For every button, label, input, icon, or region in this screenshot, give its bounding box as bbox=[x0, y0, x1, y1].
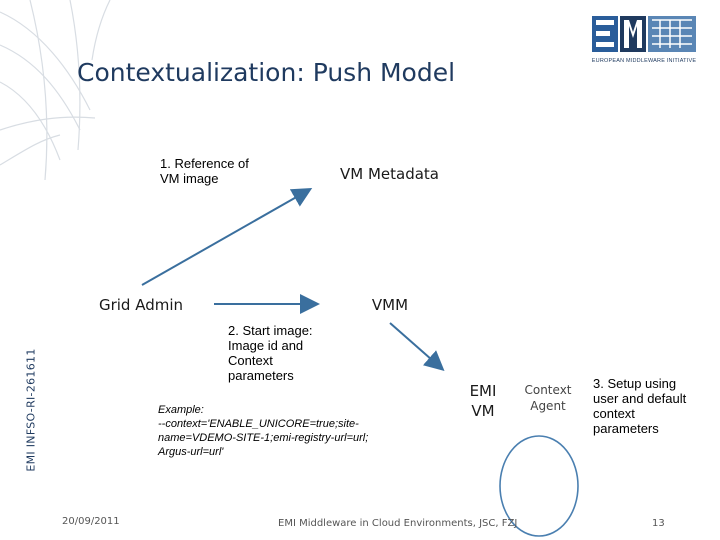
step3-line: context bbox=[593, 406, 635, 421]
example-line: Argus-url=url' bbox=[158, 446, 224, 458]
example-block: Example: --context='ENABLE_UNICORE=true;… bbox=[158, 403, 403, 459]
step2-line: parameters bbox=[228, 368, 294, 383]
emi-vm-label-2: VM bbox=[471, 402, 495, 420]
agent-loop-circle bbox=[499, 435, 579, 537]
example-line: name=VDEMO-SITE-1;emi-registry-url=url; bbox=[158, 432, 369, 444]
step1-note: 1. Reference of VM image bbox=[160, 156, 249, 186]
step3-line: 3. Setup using bbox=[593, 376, 677, 391]
context-agent-node: Context Agent bbox=[520, 378, 576, 418]
emi-vm-node: EMI VM bbox=[448, 372, 518, 430]
emi-logo-mark bbox=[592, 16, 696, 52]
emi-vm-label-1: EMI bbox=[469, 382, 497, 400]
arrow-vmm-to-emi-vm bbox=[389, 322, 445, 371]
example-line: --context='ENABLE_UNICORE=true;site- bbox=[158, 418, 359, 430]
step2-line: Image id and bbox=[228, 338, 304, 353]
step2-note: 2. Start image: Image id and Context par… bbox=[228, 323, 313, 383]
step3-line: user and default bbox=[593, 391, 687, 406]
example-line: Example: bbox=[158, 404, 204, 416]
step3-note: 3. Setup using user and default context … bbox=[593, 376, 686, 436]
step1-line: VM image bbox=[160, 171, 219, 186]
footer-center: EMI Middleware in Cloud Environments, JS… bbox=[278, 518, 518, 529]
logo-caption: EUROPEAN MIDDLEWARE INITIATIVE bbox=[591, 58, 697, 64]
arrow-admin-to-metadata bbox=[141, 188, 313, 286]
step2-line: 2. Start image: bbox=[228, 323, 313, 338]
footer-date: 20/09/2011 bbox=[62, 516, 120, 527]
context-agent-label-2: Agent bbox=[530, 399, 566, 413]
vm-metadata-node: VM Metadata bbox=[339, 165, 439, 183]
emi-logo: EUROPEAN MIDDLEWARE INITIATIVE bbox=[588, 10, 700, 66]
step3-line: parameters bbox=[593, 421, 659, 436]
vmm-node: VMM bbox=[371, 295, 409, 314]
page-number: 13 bbox=[652, 518, 665, 529]
step1-line: 1. Reference of bbox=[160, 156, 249, 171]
step2-line: Context bbox=[228, 353, 273, 368]
context-agent-label-1: Context bbox=[524, 383, 572, 397]
slide-title: Contextualization: Push Model bbox=[77, 58, 456, 87]
grid-admin-node: Grid Admin bbox=[98, 295, 184, 314]
